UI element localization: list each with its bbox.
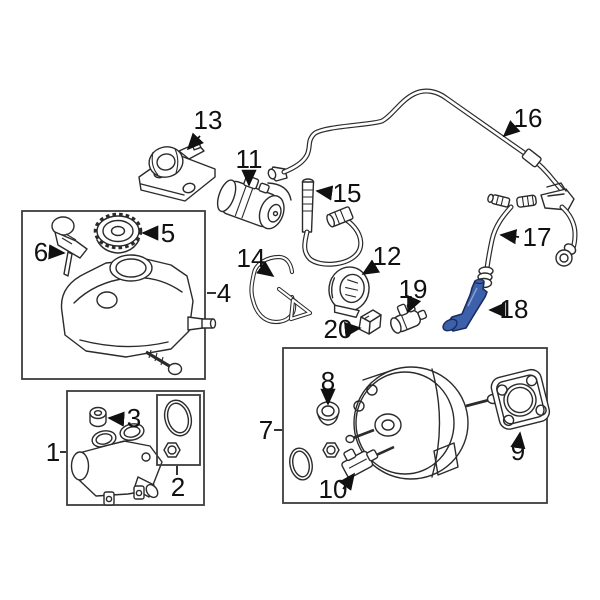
arrow-14	[256, 260, 275, 277]
arrow-3	[107, 411, 125, 427]
arrow-6	[48, 244, 66, 260]
part-3-grommet[interactable]	[89, 406, 107, 428]
part-4-fluid-reservoir[interactable]	[60, 254, 217, 376]
part-15-vacuum-hose[interactable]	[301, 178, 364, 267]
callout-20[interactable]: 20	[324, 314, 353, 344]
part-16-vacuum-tube[interactable]	[267, 88, 569, 198]
callout-14[interactable]: 14	[237, 243, 266, 273]
arrow-19	[407, 294, 422, 314]
part-10-check-valve[interactable]	[337, 440, 381, 479]
arrow-15	[315, 185, 334, 201]
arrow-20	[344, 321, 362, 338]
reservoir-port	[187, 316, 204, 331]
arrow-12	[361, 259, 381, 275]
part-18-connector-tube-selected[interactable]	[441, 278, 488, 334]
part-8-grommet[interactable]	[316, 401, 340, 426]
callout-1[interactable]: 1	[46, 437, 60, 467]
group-box-master-cylinder	[66, 390, 205, 506]
callout-2[interactable]: 2	[171, 472, 185, 502]
arrow-17	[499, 229, 520, 245]
callout-13[interactable]: 13	[194, 105, 223, 135]
callout-12[interactable]: 12	[373, 241, 402, 271]
reservoir-screw	[145, 349, 183, 376]
group-box-booster	[282, 347, 548, 504]
part-14-retainer-bracket[interactable]	[249, 254, 313, 325]
callout-6[interactable]: 6	[34, 237, 48, 267]
arrow-10	[338, 472, 356, 491]
part-9-booster-gasket[interactable]	[489, 368, 551, 432]
callout-9[interactable]: 9	[511, 436, 525, 466]
group-box-reservoir	[21, 210, 206, 380]
part-5-reservoir-cap[interactable]	[93, 212, 143, 254]
callout-7[interactable]: 7	[259, 415, 273, 445]
callout-10[interactable]: 10	[319, 474, 348, 504]
part-18-flange	[442, 318, 458, 332]
callout-8[interactable]: 8	[321, 366, 335, 396]
booster-push-rod	[465, 398, 490, 408]
callout-15[interactable]: 15	[333, 178, 362, 208]
callout-5[interactable]: 5	[161, 218, 175, 248]
callout-18[interactable]: 18	[500, 294, 529, 324]
part-20-clip[interactable]	[358, 309, 382, 335]
group-box-seal-kit	[156, 394, 201, 466]
callout-19[interactable]: 19	[399, 274, 428, 304]
booster-o-ring[interactable]	[287, 446, 315, 482]
part-2-seal-kit[interactable]	[161, 397, 195, 458]
callout-3[interactable]: 3	[127, 403, 141, 433]
callout-16[interactable]: 16	[514, 103, 543, 133]
booster-mounting-nut[interactable]	[322, 442, 340, 458]
callout-17[interactable]: 17	[523, 222, 552, 252]
part-6-fluid-level-sensor[interactable]	[51, 216, 88, 277]
arrow-13	[186, 132, 204, 151]
part-1-master-cylinder[interactable]	[70, 422, 163, 506]
callout-4[interactable]: 4	[217, 278, 231, 308]
part-13-pump-bracket[interactable]	[138, 142, 216, 202]
callout-11[interactable]: 11	[236, 144, 263, 174]
arrow-16	[502, 120, 521, 138]
arrow-9	[510, 431, 526, 450]
hose-junction-connector[interactable]	[516, 182, 575, 211]
part-12-grommet-seal[interactable]	[325, 264, 371, 318]
